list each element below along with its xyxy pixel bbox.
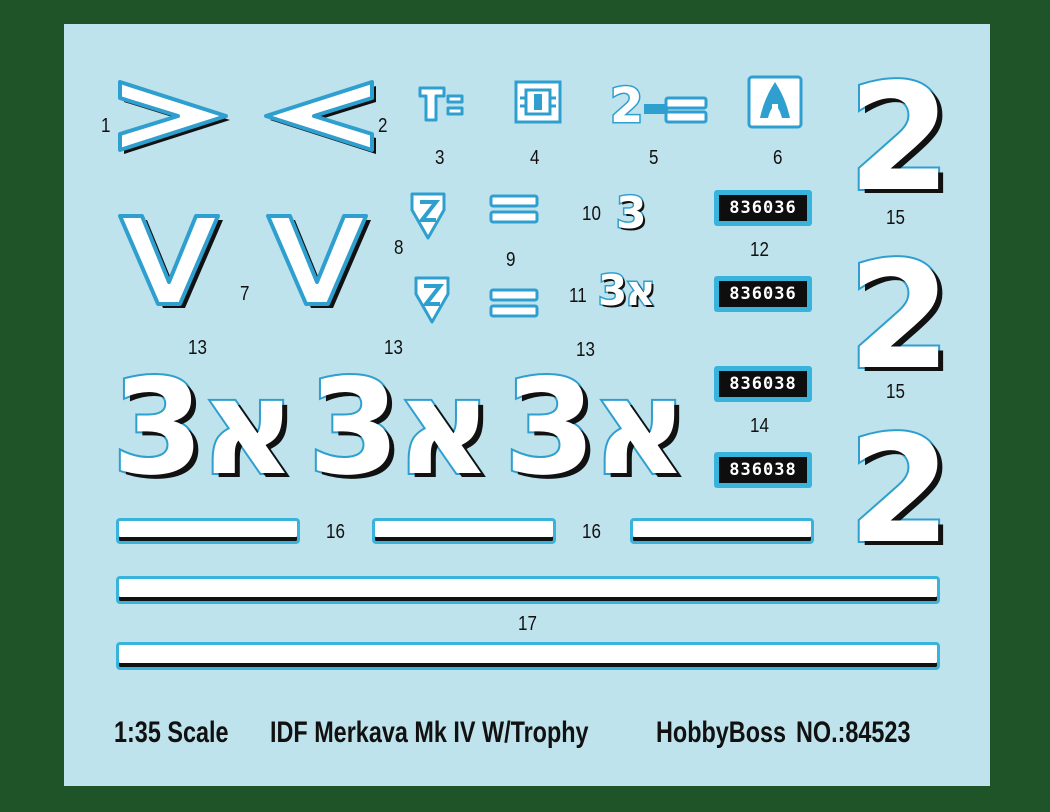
- svg-text:2: 2: [610, 78, 643, 134]
- decal-digit-two: 2: [846, 52, 953, 224]
- decal-number: 1: [101, 115, 111, 137]
- decal-hebrew-marking-small: א3: [597, 266, 658, 315]
- unit-symbol-icon: [514, 80, 562, 124]
- decal-number: 13: [576, 339, 595, 361]
- unit-symbol-icon: [418, 86, 464, 122]
- kit-title: IDF Merkava Mk IV W/Trophy: [270, 716, 589, 749]
- equals-bar-icon: [489, 194, 539, 224]
- decal-hebrew-marking: א3: [110, 351, 298, 505]
- shield-z-icon: [414, 276, 450, 324]
- decal-digit-two: 2: [846, 230, 953, 402]
- decal-digit-two: 2: [846, 404, 953, 576]
- decal-number: 13: [384, 337, 403, 359]
- unit-symbol-icon: 2: [609, 77, 708, 136]
- equals-bar-icon: [489, 288, 539, 318]
- short-stripe: [116, 518, 300, 544]
- trophy-emblem-icon: [747, 75, 803, 129]
- brand-label: HobbyBoss: [656, 716, 787, 749]
- product-number: NO.:84523: [796, 716, 911, 749]
- registration-plate: 836038: [714, 452, 812, 488]
- short-stripe: [630, 518, 814, 544]
- chevron-right-icon: [118, 80, 230, 154]
- plate-number: 836036: [719, 195, 807, 221]
- long-stripe: [116, 642, 940, 670]
- long-stripe: [116, 576, 940, 604]
- registration-plate: 836038: [714, 366, 812, 402]
- decal-number: 3: [435, 147, 445, 169]
- decal-number: 15: [886, 381, 905, 403]
- chevron-left-icon: [264, 80, 376, 154]
- plate-number: 836038: [719, 457, 807, 483]
- decal-number: 4: [530, 147, 540, 169]
- decal-number: 14: [750, 415, 769, 437]
- decal-number: 15: [886, 207, 905, 229]
- decal-number: 13: [188, 337, 207, 359]
- scale-label: 1:35 Scale: [114, 716, 229, 749]
- decal-number: 11: [569, 285, 587, 307]
- decal-number: 6: [773, 147, 783, 169]
- shield-z-icon: [410, 192, 446, 240]
- decal-hebrew-marking: א3: [306, 351, 494, 505]
- decal-number: 17: [518, 613, 537, 635]
- registration-plate: 836036: [714, 190, 812, 226]
- decal-digit-three: 3: [615, 188, 649, 239]
- decal-number: 5: [649, 147, 659, 169]
- decal-number: 7: [240, 283, 250, 305]
- decal-hebrew-marking: א3: [502, 351, 690, 505]
- plate-number: 836038: [719, 371, 807, 397]
- short-stripe: [372, 518, 556, 544]
- chevron-down-icon: [266, 214, 371, 308]
- plate-number: 836036: [719, 281, 807, 307]
- decal-sheet: 1 2 3 4 2 5 6 2 15 2 15 2: [64, 24, 990, 786]
- registration-plate: 836036: [714, 276, 812, 312]
- decal-number: 12: [750, 239, 769, 261]
- decal-number: 8: [394, 237, 404, 259]
- decal-number: 16: [582, 521, 601, 543]
- decal-number: 9: [506, 249, 516, 271]
- decal-number: 10: [582, 203, 601, 225]
- decal-number: 2: [378, 115, 388, 137]
- decal-number: 16: [326, 521, 345, 543]
- chevron-down-icon: [118, 214, 223, 308]
